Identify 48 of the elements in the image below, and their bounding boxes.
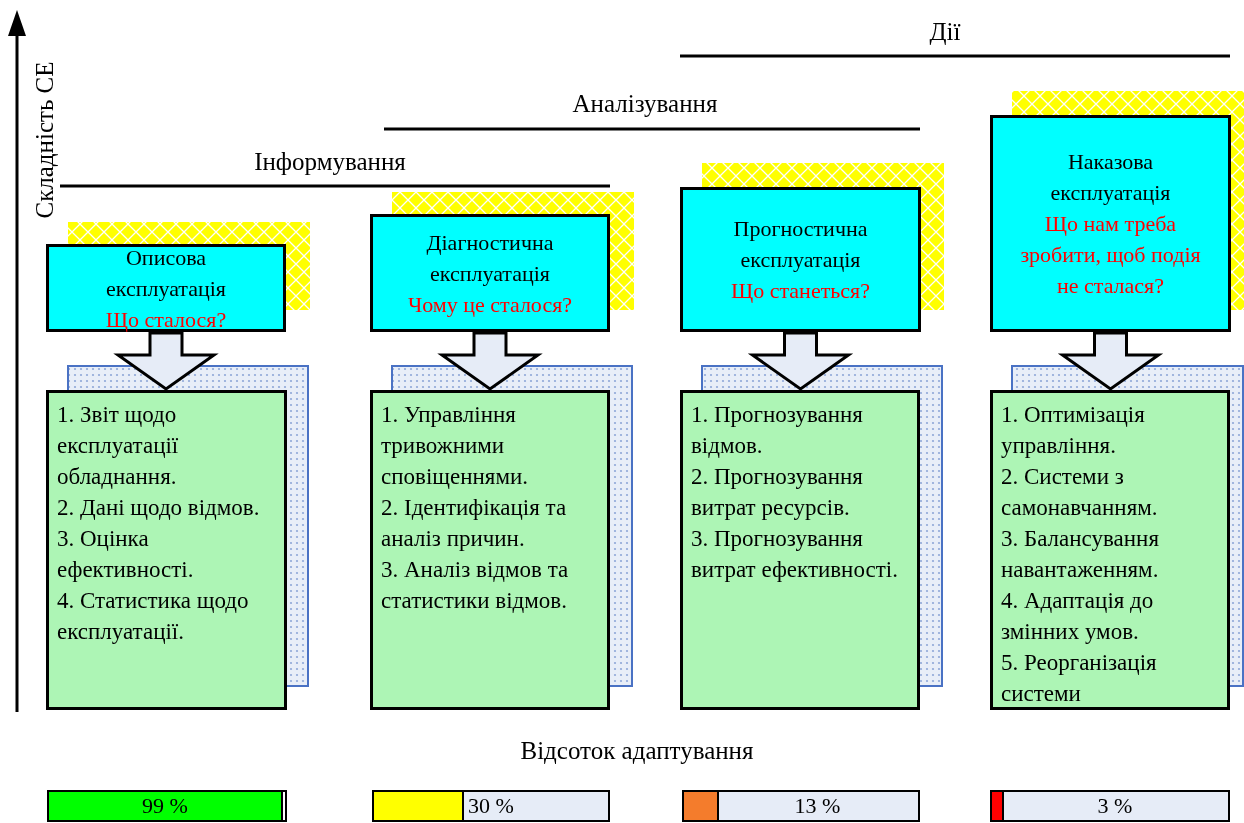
task-box — [370, 390, 610, 710]
task-item: 2. Дані щодо відмов. — [57, 494, 260, 522]
percent-text: 30 % — [468, 795, 514, 817]
category-title: Наказова експлуатація — [1049, 148, 1172, 207]
category-box — [370, 214, 610, 332]
percent-text: 3 % — [1097, 795, 1133, 817]
task-item: 1. Оптимізація управління. — [1001, 401, 1146, 460]
category-question: Що станеться? — [731, 277, 870, 305]
task-item: 3. Оцінка ефективності. — [57, 525, 195, 584]
task-box — [46, 390, 287, 710]
task-item: 3. Прогнозування витрат ефективності. — [691, 525, 899, 584]
task-item: 3. Аналіз відмов та статистики відмов. — [381, 556, 570, 615]
task-box — [680, 390, 920, 710]
progress-bar — [682, 790, 920, 822]
level-title: Відсоток адаптування — [519, 737, 755, 765]
category-title: Описова експлуатація — [105, 243, 227, 303]
block-arrow — [747, 331, 854, 391]
progress-bar — [47, 790, 287, 822]
task-item: 1. Звіт щодо експлуатації обладнання. — [57, 401, 180, 491]
task-item: 5. Реорганізація системи — [1001, 649, 1158, 708]
task-item: 4. Адаптація до змінних умов. — [1001, 587, 1155, 646]
category-title: Діагностична експлуатація — [425, 228, 555, 288]
task-item: 2. Системи з самонавчанням. — [1001, 463, 1159, 522]
task-item: 1. Управління тривожними сповіщеннями. — [381, 401, 529, 491]
level-title: Інформування — [253, 148, 407, 176]
category-title: Прогностична експлуатація — [732, 215, 869, 274]
level-title: Дії — [928, 18, 962, 46]
level-title: Аналізування — [571, 90, 719, 118]
task-item: 1. Прогнозування відмов. — [691, 401, 864, 460]
task-box — [990, 390, 1230, 710]
progress-bar — [990, 790, 1230, 822]
progress-bar — [372, 790, 610, 822]
axis-title: Складність СЕ — [31, 60, 59, 221]
block-arrow — [113, 331, 219, 391]
category-question: Що нам треба зробити, щоб подія не сталася? — [1019, 210, 1202, 300]
task-item: 2. Прогнозування витрат ресурсів. — [691, 463, 864, 522]
task-item: 4. Статистика щодо експлуатації. — [57, 587, 250, 646]
category-question: Чому це сталося? — [407, 290, 573, 319]
category-question: Що сталося? — [105, 305, 227, 334]
block-arrow — [1057, 331, 1164, 391]
percent-text: 99 % — [142, 795, 188, 817]
category-box — [990, 115, 1231, 332]
task-item: 2. Ідентифікація та аналіз причин. — [381, 494, 568, 553]
percent-text: 13 % — [794, 795, 841, 817]
category-box — [680, 187, 921, 332]
task-item: 3. Балансування навантаженням. — [1001, 525, 1160, 584]
category-box — [46, 244, 286, 332]
block-arrow — [437, 331, 543, 391]
